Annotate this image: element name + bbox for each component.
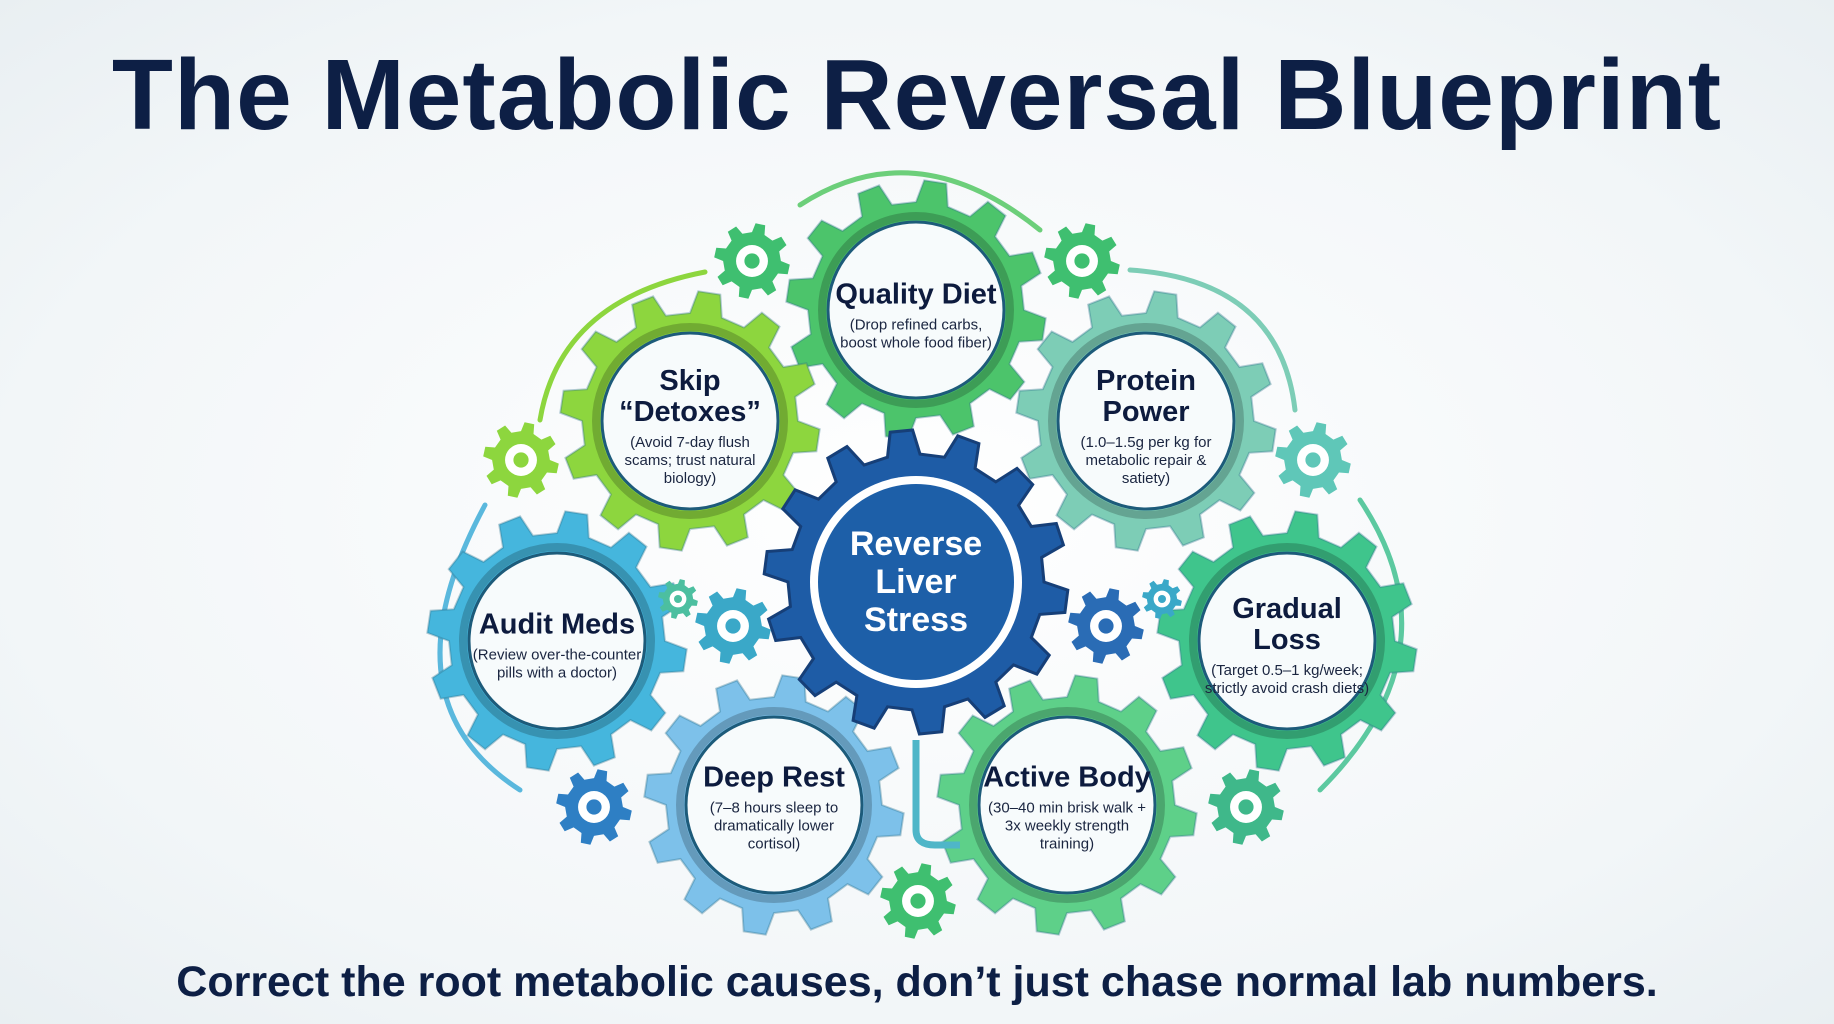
gear-label-protein-power: Protein Power (1.0–1.5g per kg for metabo… <box>1061 366 1231 488</box>
small-gear-center <box>1158 595 1166 603</box>
small-gear-center <box>744 253 760 269</box>
gear-desc: (Target 0.5–1 kg/week; strictly avoid cr… <box>1204 662 1370 697</box>
small-gear-center <box>725 618 741 634</box>
gear-ring <box>1189 543 1385 739</box>
small-gear-center <box>1305 452 1321 468</box>
gear-face <box>977 715 1157 895</box>
gear-title: Deep Rest <box>703 761 845 794</box>
small-gear-center <box>1238 799 1254 815</box>
gear-title: Quality Diet <box>835 278 997 311</box>
small-gear-center <box>910 893 926 909</box>
flow-arrow <box>537 269 708 423</box>
gear-ring <box>676 707 872 903</box>
gear-label-gradual-loss: Gradual Loss (Target 0.5–1 kg/week; stric… <box>1202 594 1372 698</box>
gear-face <box>467 551 647 731</box>
gear-face <box>1197 551 1377 731</box>
gear-label-quality-diet: Quality Diet (Drop refined carbs, boost w… <box>831 278 1001 353</box>
small-gear-center <box>513 452 529 468</box>
gear-desc: (30–40 min brisk walk + 3x weekly streng… <box>988 799 1146 853</box>
connector-pipe <box>912 740 960 849</box>
gear-label-active-body: Active Body (30–40 min brisk walk + 3x we… <box>982 761 1152 854</box>
flow-arrow <box>797 170 1043 233</box>
center-gear-title: Reverse Liver Stress <box>849 525 983 639</box>
gear-desc: (1.0–1.5g per kg for metabolic repair & … <box>1080 434 1212 487</box>
gear-face <box>826 220 1006 400</box>
gear-face <box>600 331 780 511</box>
gear-title: Audit Meds <box>478 608 636 641</box>
gear-title: Gradual Loss <box>1232 593 1342 656</box>
gear-desc: (7–8 hours sleep to dramatically lower c… <box>709 799 839 853</box>
gear-desc: (Drop refined carbs, boost whole food fi… <box>840 316 992 352</box>
flow-arrow <box>1127 267 1298 413</box>
gear-label-deep-rest: Deep Rest (7–8 hours sleep to dramaticall… <box>689 761 859 854</box>
gear-title: Protein Power <box>1096 365 1196 428</box>
small-gear-center <box>1098 618 1114 634</box>
gear-desc: (Avoid 7-day flush scams; trust natural … <box>624 434 756 487</box>
gear-label-audit-meds: Audit Meds (Review over-the-counter pills… <box>472 608 642 683</box>
small-gear-center <box>586 799 602 815</box>
gear-ring <box>969 707 1165 903</box>
gear-title: Active Body <box>983 761 1151 794</box>
page-title: The Metabolic Reversal Blueprint <box>111 39 1723 151</box>
gear-title: Skip “Detoxes” <box>619 365 761 428</box>
small-gear-center <box>674 595 682 603</box>
center-face <box>818 484 1014 680</box>
center-gear-label: Reverse Liver Stress <box>831 525 1001 639</box>
gear-label-skip-detoxes: Skip “Detoxes” (Avoid 7-day flush scams; … <box>605 366 775 488</box>
bottom-caption: Correct the root metabolic causes, don’t… <box>176 958 1658 1006</box>
gear-ring <box>459 543 655 739</box>
gear-ring <box>592 323 788 519</box>
gear-ring <box>1048 323 1244 519</box>
gear-desc: (Review over-the-counter pills with a do… <box>472 646 642 682</box>
small-gear-center <box>1074 253 1090 269</box>
gear-ring <box>818 212 1014 408</box>
gear-face <box>1056 331 1236 511</box>
gear-face <box>684 715 864 895</box>
